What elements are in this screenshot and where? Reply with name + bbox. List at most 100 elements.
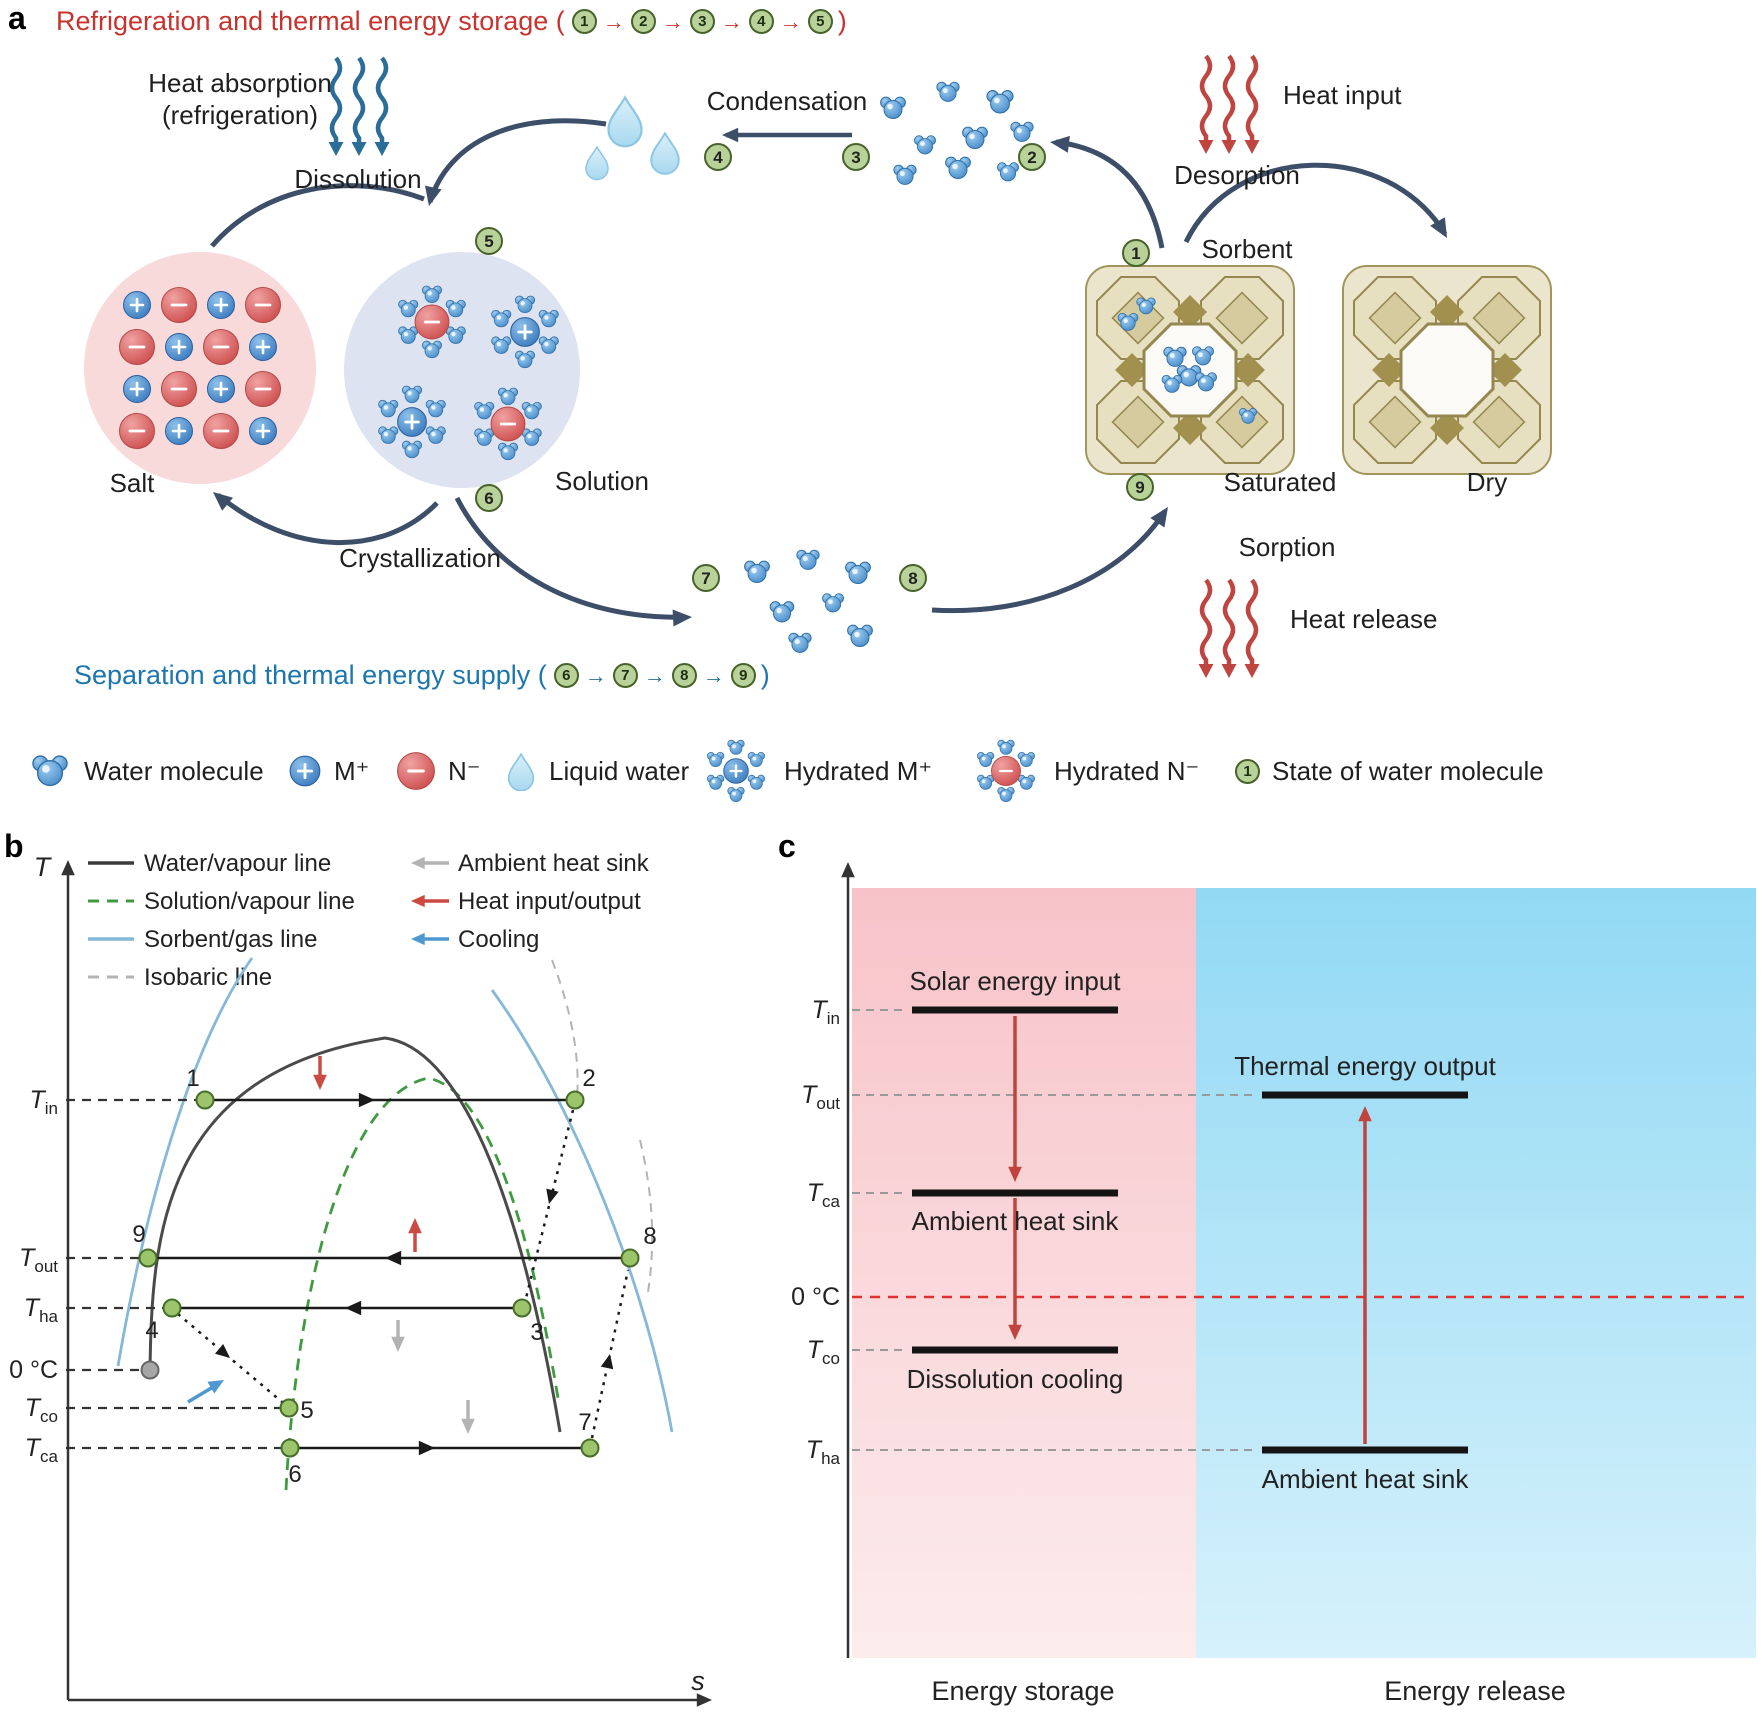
panel-a-diagram: 1 2 3 4 5 6 7 8 9 Heat absorption (refri… [84, 0, 1762, 740]
state-marker-3: 3 [842, 143, 870, 171]
svg-text:2: 2 [582, 1065, 595, 1092]
salt-cluster [84, 252, 316, 484]
step-arrow-icon: → [602, 8, 625, 34]
svg-text:0 °C: 0 °C [9, 1356, 58, 1384]
state-marker-1: 1 [1122, 239, 1150, 267]
state-marker-2: 2 [1018, 143, 1046, 171]
energy-release-label: Energy release [1384, 1676, 1566, 1706]
heat-release-label: Heat release [1290, 604, 1437, 634]
state-badge: 3 [689, 9, 715, 34]
svg-text:8: 8 [643, 1223, 656, 1250]
svg-text:3: 3 [530, 1319, 543, 1346]
ambient-right-label: Ambient heat sink [1262, 1464, 1470, 1494]
svg-text:6: 6 [288, 1461, 301, 1488]
saturated-label: Saturated [1224, 467, 1337, 497]
legend-water-vapour: Water/vapour line [144, 850, 331, 877]
panel-c-bars [912, 1006, 1468, 1454]
panel-c-bar-labels: Solar energy input Thermal energy output… [907, 966, 1497, 1494]
legend-heat-io: Heat input/output [458, 888, 641, 915]
legend-solution-vapour: Solution/vapour line [144, 888, 355, 915]
svg-text:4: 4 [145, 1317, 158, 1344]
state-badge: 2 [630, 9, 656, 34]
water-vapour-bottom [744, 549, 873, 653]
svg-text:3: 3 [851, 148, 860, 167]
state-marker-9: 9 [1126, 473, 1154, 501]
storage-title-text: Refrigeration and thermal energy storage… [56, 6, 565, 36]
legend-item-hydrated-n: Hydrated N⁻ [970, 736, 1199, 806]
sorbent-saturated-structure [1086, 266, 1294, 474]
solution-label: Solution [555, 466, 649, 496]
svg-text:Tha: Tha [24, 1294, 59, 1326]
panel-b-points [138, 1090, 640, 1458]
y-axis-title: T [34, 852, 53, 882]
ambient-left-label: Ambient heat sink [912, 1206, 1120, 1236]
svg-text:1: 1 [1131, 244, 1140, 263]
panel-b-point-labels: 1 2 3 4 5 6 7 8 9 [132, 1065, 656, 1488]
storage-title-close: ) [837, 6, 847, 36]
step-arrow-icon: → [720, 8, 743, 34]
water-vapour-curve [148, 1036, 562, 1433]
panel-c-arrows [1008, 1016, 1372, 1444]
panel-a-labels: Heat absorption (refrigeration) Dissolut… [110, 68, 1508, 634]
water-molecule-icon [32, 755, 68, 787]
svg-text:Tout: Tout [801, 1081, 840, 1113]
arrow-saturated-to-dry [1183, 162, 1448, 244]
arrow-salt-to-solution [210, 183, 425, 248]
solar-input-label: Solar energy input [909, 966, 1121, 996]
panel-c-label: c [778, 828, 796, 864]
arrow-vapour-to-solution [427, 118, 607, 203]
panel-a-legend: Water molecule M⁺ N⁻ Liquid water Hydrat… [0, 736, 1762, 806]
legend-label: Hydrated N⁻ [1054, 755, 1200, 786]
panel-c-chart: Solar energy input Thermal energy output… [791, 862, 1756, 1706]
svg-text:Tco: Tco [807, 1336, 840, 1368]
legend-sorbent-gas: Sorbent/gas line [144, 926, 317, 953]
svg-text:9: 9 [132, 1221, 145, 1248]
step-arrow-icon: → [661, 8, 684, 34]
cycle-arrows [210, 118, 1448, 620]
legend-item-n-minus: N⁻ [396, 736, 481, 806]
svg-text:0 °C: 0 °C [791, 1283, 840, 1311]
svg-text:5: 5 [484, 232, 493, 251]
svg-text:2: 2 [1027, 148, 1036, 167]
supply-title-text: Separation and thermal energy supply ( [74, 660, 547, 690]
dissolution-cooling-label: Dissolution cooling [907, 1364, 1124, 1394]
svg-text:9: 9 [1135, 478, 1144, 497]
heat-release-arrows-icon [1199, 580, 1260, 678]
svg-text:6: 6 [484, 489, 493, 508]
legend-item-liquid-water: Liquid water [505, 736, 689, 806]
panel-c-leaders [852, 1009, 1258, 1451]
salt-label: Salt [110, 468, 156, 498]
legend-ambient: Ambient heat sink [458, 850, 650, 877]
hydrated-n-icon [970, 735, 1042, 807]
state-badge: 4 [748, 9, 774, 34]
svg-text:Tco: Tco [25, 1394, 58, 1426]
legend-label: Hydrated M⁺ [784, 755, 933, 786]
solution-vapour-curve [284, 1076, 560, 1491]
legend-cooling: Cooling [458, 926, 539, 953]
state-markers: 1 2 3 4 5 6 7 8 9 [475, 143, 1154, 592]
state-badge: 7 [612, 663, 638, 688]
state-marker-6: 6 [475, 484, 503, 512]
svg-text:7: 7 [578, 1409, 591, 1436]
svg-text:1: 1 [186, 1065, 199, 1092]
svg-text:Tin: Tin [811, 996, 840, 1028]
sorption-label: Sorption [1239, 532, 1336, 562]
crystallization-label: Crystallization [339, 543, 501, 573]
svg-text:5: 5 [300, 1397, 313, 1424]
legend-item-state: 1 State of water molecule [1235, 736, 1544, 806]
heat-absorption-label: Heat absorption [148, 68, 332, 98]
refrigeration-label: (refrigeration) [162, 100, 318, 130]
state-badge: 6 [553, 663, 579, 688]
sorbent-label: Sorbent [1201, 234, 1293, 264]
legend-item-water-molecule: Water molecule [28, 736, 264, 806]
cycle-title-supply: Separation and thermal energy supply ( 6… [74, 660, 770, 691]
step-arrow-icon: → [643, 662, 666, 688]
panel-c-xlabels: Energy storage Energy release [931, 1676, 1565, 1706]
svg-text:Tin: Tin [29, 1086, 58, 1118]
legend-label: M⁺ [334, 755, 370, 786]
sorbent-dry-structure [1343, 266, 1551, 474]
state-badge: 1 [571, 9, 597, 34]
svg-text:7: 7 [701, 569, 710, 588]
step-arrow-icon: → [584, 662, 607, 688]
